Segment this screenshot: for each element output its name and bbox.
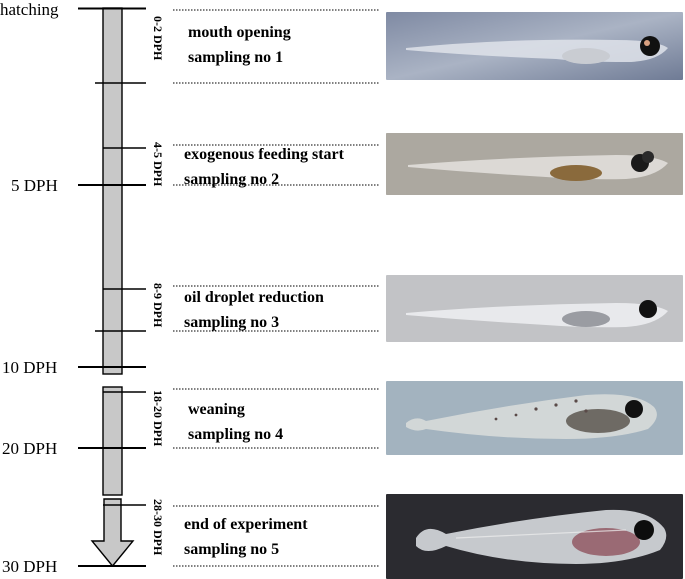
stage-3-event: oil droplet reduction [184,289,324,306]
period-label-1: 0-2 DPH [151,16,165,61]
stage-2-event: exogenous feeding start [184,146,344,163]
axis-label-10dph: 10 DPH [2,358,58,377]
timeline-bar-segment-2 [102,386,123,496]
axis-label-5dph: 5 DPH [11,176,58,195]
period-label-3: 8-9 DPH [151,283,165,328]
timeline-bar-segment-1 [102,7,123,375]
timeline-arrow [90,498,135,568]
stage-2-text: exogenous feeding start sampling no 2 [184,143,344,193]
stage-4-event: weaning [188,401,245,418]
stage-3-text: oil droplet reduction sampling no 3 [184,286,324,336]
stage-4-sampling: sampling no 4 [188,425,284,443]
period-label-4: 18-20 DPH [151,390,165,447]
stage-5-text: end of experiment sampling no 5 [184,513,308,563]
period-label-2: 4-5 DPH [151,142,165,187]
stage-1-event: mouth opening [188,24,291,41]
stage-5-sampling: sampling no 5 [184,540,280,558]
guide-lines [173,9,380,567]
stage-1-sampling: sampling no 1 [188,48,284,66]
period-label-5: 28-30 DPH [151,499,165,556]
stage-3-sampling: sampling no 3 [184,313,280,331]
larva-photo-2 [386,133,683,195]
larva-photo-5 [386,494,683,579]
stage-2-sampling: sampling no 2 [184,170,280,188]
larva-photo-1 [386,12,683,80]
larva-photo-3 [386,275,683,342]
axis-label-30dph: 30 DPH [2,557,58,576]
axis-label-20dph: 20 DPH [2,439,58,458]
stage-4-text: weaning sampling no 4 [188,398,283,448]
stage-5-event: end of experiment [184,516,308,533]
axis-label-hatching: hatching [0,0,59,19]
stage-1-text: mouth opening sampling no 1 [188,21,291,71]
larva-photo-4 [386,381,683,455]
